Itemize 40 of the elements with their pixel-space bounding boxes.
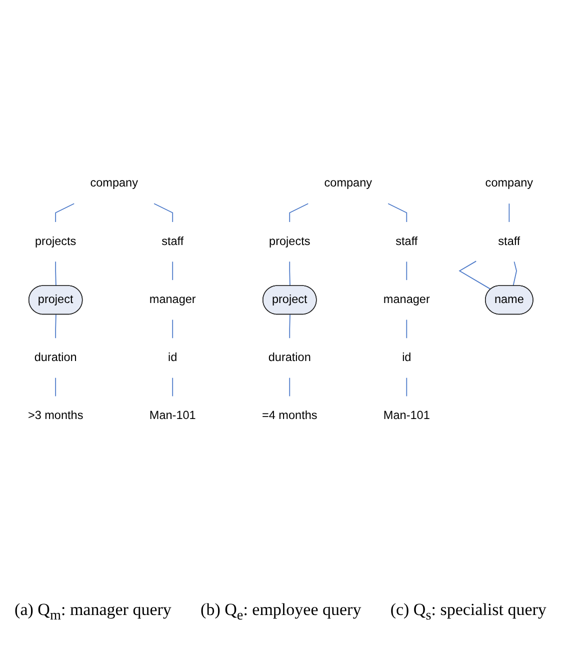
connector — [172, 378, 174, 397]
node-text: >3 months — [28, 410, 84, 422]
connector — [406, 261, 408, 281]
caption: (a) Q$_{m}$: manager query — [14, 600, 172, 624]
connector — [289, 203, 309, 222]
node-text: projects — [269, 235, 310, 248]
node-text: company — [485, 177, 534, 190]
connector — [512, 261, 517, 286]
connector — [289, 314, 290, 339]
caption: (c) Q$_{s}$: specialist query — [390, 600, 546, 624]
node-text: manager — [383, 293, 430, 306]
connector — [172, 319, 174, 339]
node-text: duration — [34, 351, 77, 364]
connector — [55, 378, 56, 397]
node-text: duration — [268, 351, 311, 364]
connector — [55, 203, 75, 222]
node-text: Man-101 — [149, 410, 196, 422]
connector — [289, 378, 290, 397]
node-text: id — [402, 351, 412, 364]
node-text: company — [324, 177, 372, 190]
node-text: =4 months — [262, 410, 318, 422]
node-text: company — [90, 177, 138, 190]
connector — [55, 261, 56, 286]
node-text: staff — [162, 235, 184, 248]
connector — [289, 261, 290, 286]
connector — [406, 319, 408, 339]
connector — [55, 314, 56, 339]
connector — [458, 260, 492, 290]
connector — [508, 203, 510, 222]
connector — [172, 261, 174, 281]
node-text: id — [168, 351, 178, 364]
node-text: projects — [34, 235, 76, 248]
node-text: staff — [498, 235, 520, 248]
caption: (b) Q$_{e}$: employee query — [200, 600, 362, 624]
node-text: staff — [396, 235, 418, 248]
connector — [388, 203, 408, 222]
node-text: manager — [149, 293, 196, 306]
node-text: Man-101 — [383, 410, 430, 422]
connector — [154, 203, 174, 222]
connector — [406, 378, 408, 397]
